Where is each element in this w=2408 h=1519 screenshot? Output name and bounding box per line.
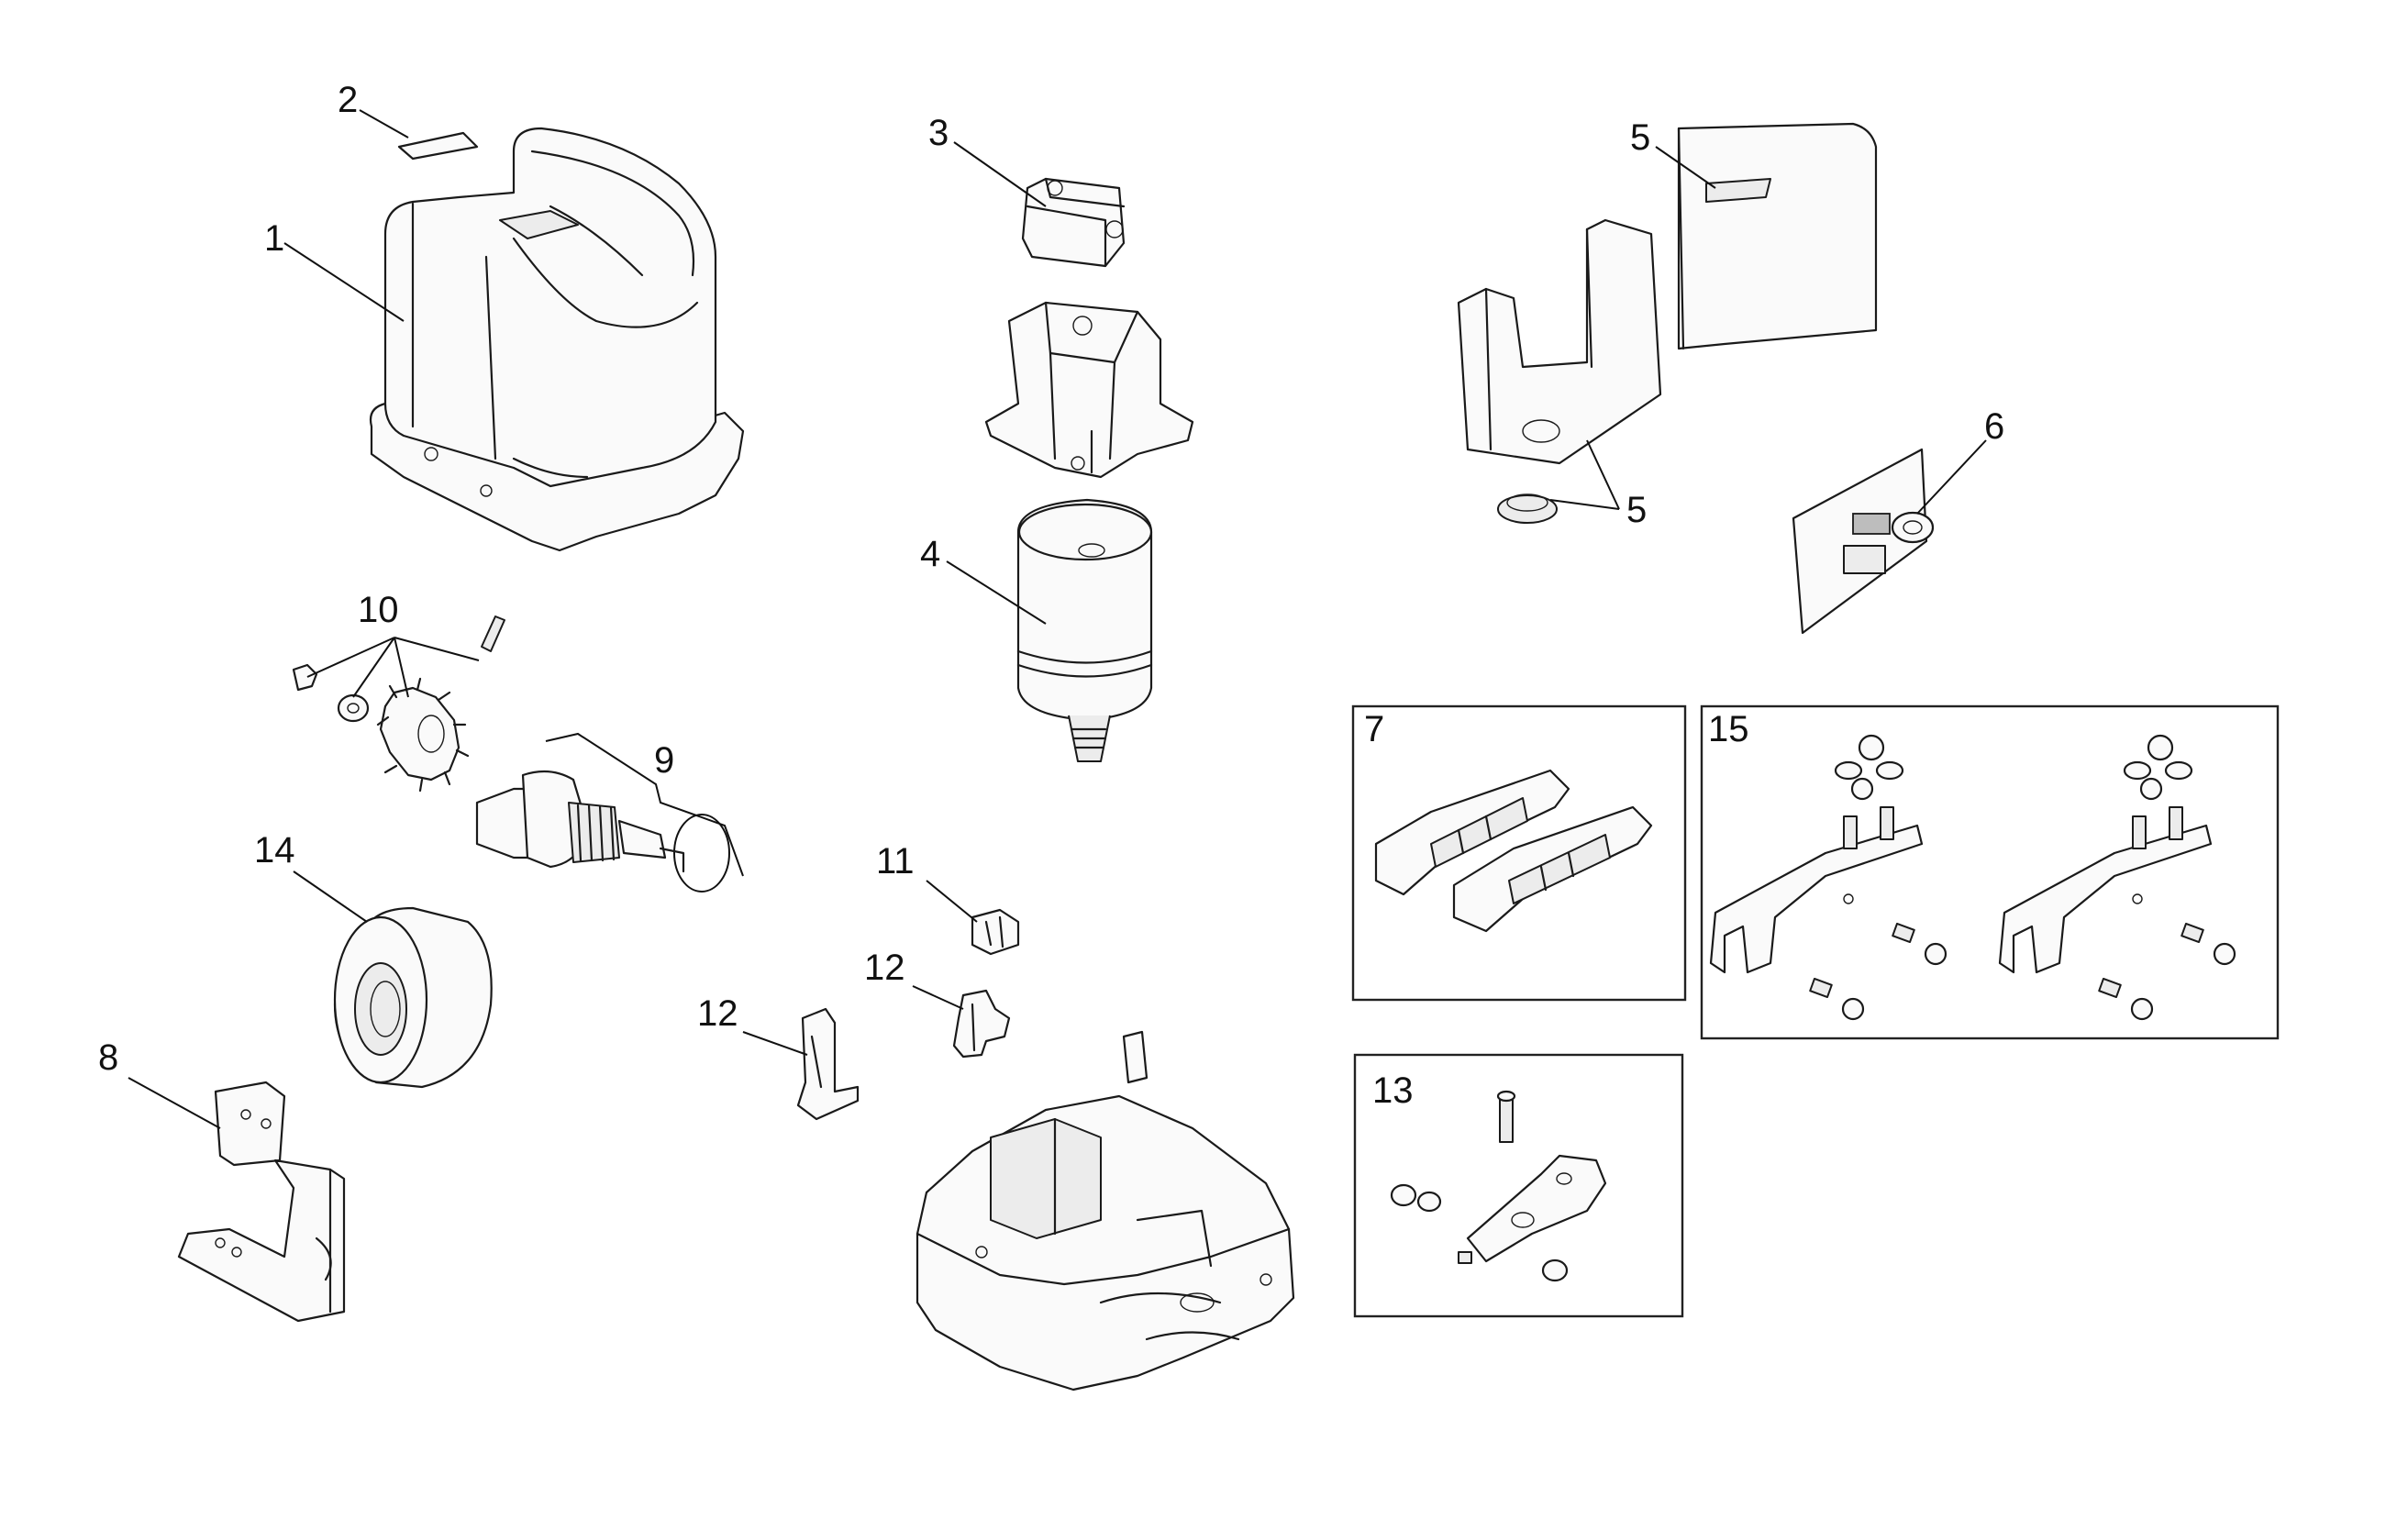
callout-8: 8 [98,1037,118,1078]
part-1-cover [369,127,745,552]
callout-7: 7 [1364,709,1384,749]
part-8-bracket [177,1081,346,1323]
box-15-frame [1700,704,2280,1040]
part-13-hinge-kit [1390,1090,1607,1282]
callout-3: 3 [928,113,949,153]
motor-mount-bracket [984,301,1194,479]
callout-4: 4 [920,534,940,574]
callout-5-control-box: 5 [1630,117,1650,158]
box-7-frame [1351,704,1687,1002]
leader-lines [128,109,1987,1129]
callout-12-right: 12 [864,948,905,988]
part-15-left-bracket [1709,734,1947,1021]
part-14-wheel [333,906,493,1089]
part-11-switch [971,908,1020,956]
callout-13: 13 [1372,1070,1414,1111]
part-2-label [397,131,479,161]
callout-labels: 1 2 3 4 5 5 6 7 8 9 10 11 12 12 13 14 15 [98,80,2004,1111]
callout-14: 14 [254,830,295,870]
part-15-right-bracket [1998,734,2236,1021]
base-housing [915,1094,1295,1391]
box-13-frame [1353,1053,1684,1318]
part-4-motor [1016,498,1153,762]
callout-12-left: 12 [697,993,738,1034]
callout-5-enclosure: 5 [1626,490,1647,530]
part-12-clip-left [796,1007,860,1121]
callout-2: 2 [338,80,358,120]
callout-1: 1 [264,218,284,259]
callout-6: 6 [1984,406,2004,447]
callout-9: 9 [654,740,674,781]
part-6-circuit-board [1792,448,1935,635]
callout-11: 11 [876,841,915,881]
part-9-shaft-assembly [475,770,730,893]
part-5-enclosure [1457,122,1878,524]
part-3-block [1021,177,1126,268]
part-7-limit-pads [1374,769,1653,933]
part-9-bracket-line [545,732,744,877]
callout-15: 15 [1708,709,1749,749]
part-10-gear-kit [292,615,505,793]
part-12-clip-right [952,989,1011,1059]
callout-10: 10 [358,590,399,630]
shim-plate [1122,1030,1149,1084]
